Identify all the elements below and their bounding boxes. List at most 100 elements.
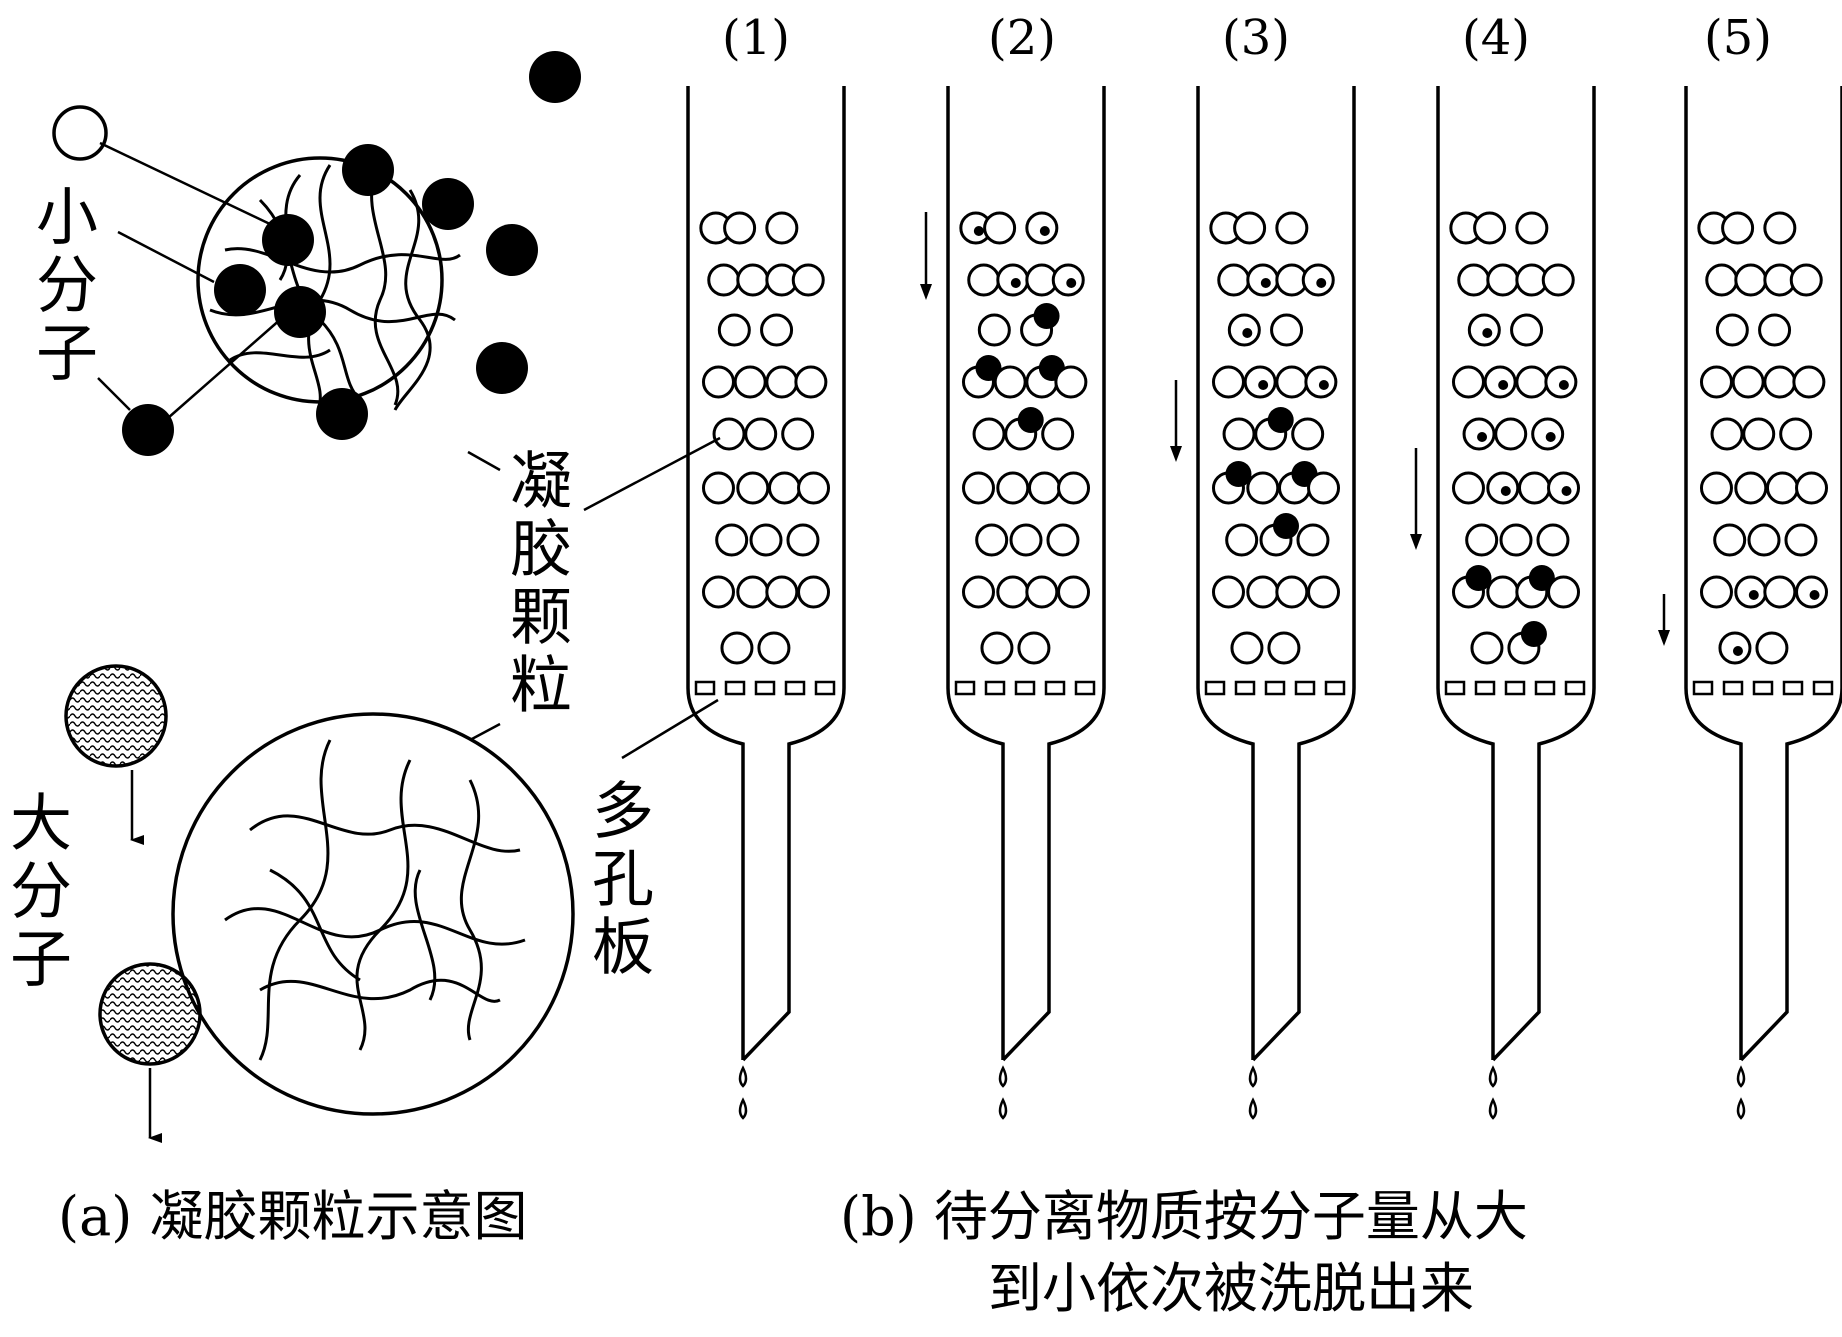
eluate-drop	[1736, 1097, 1746, 1120]
gel-bead	[723, 211, 757, 245]
porous-plate-hole	[1324, 680, 1346, 696]
gel-bead	[1734, 263, 1768, 297]
small-molecule-in-bead	[1039, 226, 1050, 236]
porous-plate-hole	[1812, 680, 1834, 696]
large-molecule-band	[1225, 461, 1252, 487]
porous-plate-hole	[1014, 680, 1036, 696]
porous-plate-leader	[621, 698, 719, 760]
gel-bead	[1275, 365, 1309, 399]
small-molecule	[342, 144, 394, 196]
small-molecule-in-bead	[1500, 486, 1511, 496]
gel-bead	[1486, 575, 1520, 609]
gel-bead	[1541, 263, 1575, 297]
small-molecule-in-bead	[1477, 432, 1488, 442]
porous-plate-hole	[694, 680, 716, 696]
gel-bead	[1699, 575, 1733, 609]
small-molecule	[262, 214, 314, 266]
gel-bead	[765, 211, 799, 245]
gel-bead	[1046, 523, 1080, 557]
gel-bead	[1267, 631, 1301, 665]
porous-plate-hole	[1204, 680, 1226, 696]
gel-bead	[1465, 523, 1499, 557]
gel-particle-leader-lower	[469, 722, 501, 742]
small-molecule	[486, 224, 538, 276]
gel-bead	[1270, 313, 1304, 347]
gel-bead	[1789, 263, 1823, 297]
gel-bead	[1451, 471, 1485, 505]
gel-bead	[1510, 313, 1544, 347]
gel-bead	[1211, 575, 1245, 609]
gel-bead	[1054, 365, 1088, 399]
gel-bead	[1721, 211, 1755, 245]
gel-bead	[1057, 471, 1091, 505]
small-molecule-in-bead	[1066, 278, 1077, 288]
gel-bead	[1763, 575, 1797, 609]
caption-b-line2: 到小依次被洗脱出来	[988, 1257, 1474, 1320]
column-label-1: (1)	[722, 10, 790, 66]
caption-b-line1: (b) 待分离物质按分子量从大	[840, 1185, 1528, 1248]
large-molecule-band	[1033, 303, 1060, 329]
gel-bead	[983, 211, 1017, 245]
gel-bead	[736, 263, 770, 297]
porous-plate-hole	[1444, 680, 1466, 696]
gel-bead	[1765, 471, 1799, 505]
gel-bead	[765, 365, 799, 399]
gel-bead	[1017, 631, 1051, 665]
column-2-outline	[946, 86, 1106, 1062]
column-label-2: (2)	[988, 10, 1056, 66]
porous-plate-hole	[1722, 680, 1744, 696]
gel-bead	[797, 575, 831, 609]
small-molecule-in-bead	[1010, 278, 1021, 288]
porous-plate-hole	[724, 680, 746, 696]
gel-bead	[1027, 471, 1061, 505]
gel-bead	[967, 263, 1001, 297]
small-molecule-in-bead	[1318, 380, 1329, 390]
gel-bead-leader	[583, 436, 721, 512]
gel-bead	[781, 417, 815, 451]
gel-bead	[1715, 313, 1749, 347]
gel-bead	[1742, 417, 1776, 451]
gel-bead	[757, 631, 791, 665]
small-molecule-in-bead	[1545, 432, 1556, 442]
small-molecule-in-bead	[1498, 380, 1509, 390]
gel-bead	[975, 523, 1009, 557]
gel-bead	[1758, 313, 1792, 347]
gel-bead	[1713, 523, 1747, 557]
label-porous-plate: 多孔板	[581, 778, 654, 982]
large-molecule-band	[1267, 407, 1294, 433]
gel-bead	[1009, 523, 1043, 557]
eluate-drop	[1248, 1065, 1258, 1088]
eluate-drop	[998, 1065, 1008, 1088]
open-molecule-outside	[52, 105, 108, 161]
gel-bead	[1230, 631, 1264, 665]
gel-bead	[1795, 471, 1829, 505]
gel-bead	[1515, 365, 1549, 399]
porous-plate-hole	[1534, 680, 1556, 696]
gel-bead	[1233, 211, 1267, 245]
gel-bead	[760, 313, 794, 347]
flow-arrow-head	[1410, 534, 1422, 550]
gel-network-lower	[224, 739, 526, 1061]
gel-bead	[797, 471, 831, 505]
flow-arrow-head	[1170, 446, 1182, 462]
gel-bead	[1296, 523, 1330, 557]
gel-bead	[993, 365, 1027, 399]
gel-bead	[794, 365, 828, 399]
gel-bead	[1499, 523, 1533, 557]
gel-bead	[1275, 575, 1309, 609]
small-molecule-in-bead	[1748, 590, 1759, 600]
eluate-drop	[738, 1097, 748, 1120]
gel-bead	[717, 313, 751, 347]
gel-bead	[977, 313, 1011, 347]
small-molecule-outside	[529, 51, 581, 103]
gel-bead	[1710, 417, 1744, 451]
column-label-4: (4)	[1462, 10, 1530, 66]
gel-bead	[1515, 211, 1549, 245]
small-molecule-in-bead	[1482, 328, 1493, 338]
small-molecule-in-bead	[1561, 486, 1572, 496]
gel-bead	[996, 471, 1030, 505]
porous-plate-hole	[1474, 680, 1496, 696]
small-molecule	[214, 264, 266, 316]
porous-plate-hole	[754, 680, 776, 696]
